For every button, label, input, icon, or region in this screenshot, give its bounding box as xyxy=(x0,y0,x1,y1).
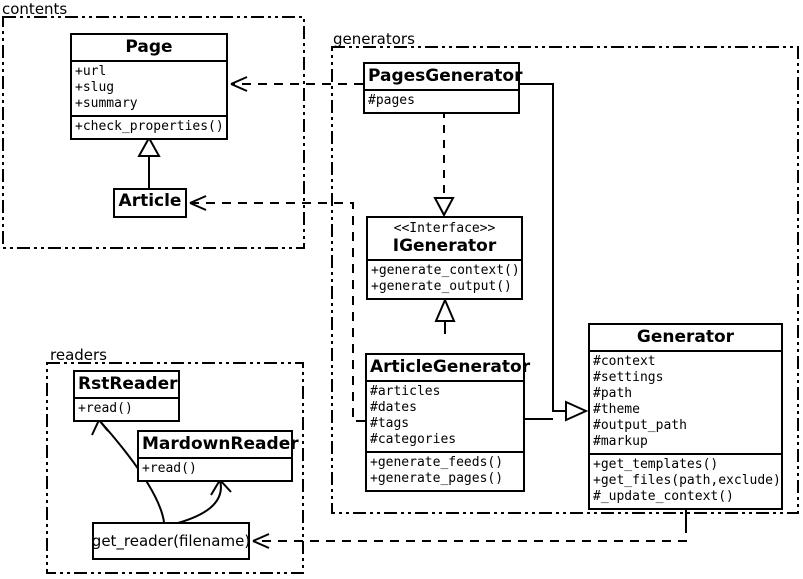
method-line: +get_files(path,exclude) xyxy=(593,473,781,488)
class-title: PagesGenerator xyxy=(368,66,523,86)
method-line: +read() xyxy=(142,461,197,476)
attribute-line: +summary xyxy=(75,96,138,111)
class-title: RstReader xyxy=(78,374,178,394)
attribute-line: #tags xyxy=(370,416,410,431)
method-line: +generate_output() xyxy=(371,279,512,294)
attribute-line: +slug xyxy=(75,80,115,95)
attribute-line: #theme xyxy=(593,402,640,417)
class-box-articlegenerator: ArticleGenerator #articles #dates #tags … xyxy=(365,353,531,492)
attribute-line: #articles xyxy=(370,384,441,399)
arrowhead-rstreader xyxy=(91,419,109,436)
node-get-reader-label: get_reader(filename) xyxy=(91,532,251,550)
arrowhead-article xyxy=(189,195,207,211)
attribute-line: #markup xyxy=(593,434,648,449)
attribute-section: #pages xyxy=(365,89,518,112)
method-section: +generate_feeds() +generate_pages() xyxy=(367,451,523,490)
class-title: Page xyxy=(125,37,173,57)
class-title: MardownReader xyxy=(142,434,299,454)
class-title: Article xyxy=(118,191,182,211)
class-title: Generator xyxy=(636,327,735,347)
package-label-readers: readers xyxy=(50,346,107,364)
method-line: +generate_context() xyxy=(371,263,520,278)
attribute-line: #pages xyxy=(368,93,415,108)
class-box-mardownreader: MardownReader +read() xyxy=(137,430,299,482)
class-box-igenerator: <<Interface>> IGenerator +generate_conte… xyxy=(366,216,523,300)
method-line: +check_properties() xyxy=(75,119,224,134)
triangle-igenerator-bottom xyxy=(434,297,456,322)
method-section: +read() xyxy=(75,397,178,420)
arrowhead-mardownreader xyxy=(210,479,232,496)
attribute-line: #dates xyxy=(370,400,417,415)
attribute-section: +url +slug +summary xyxy=(72,60,226,115)
package-label-generators: generators xyxy=(333,30,415,48)
method-line: #_update_context() xyxy=(593,489,734,504)
edge-articlegenerator-article xyxy=(190,202,365,422)
class-box-pagesgenerator: PagesGenerator #pages xyxy=(363,62,523,114)
package-label-contents: contents xyxy=(2,0,68,18)
class-title: IGenerator xyxy=(392,236,497,256)
attribute-line: #output_path xyxy=(593,418,687,433)
package-border-contents xyxy=(2,16,305,249)
attribute-line: +url xyxy=(75,64,107,79)
arrowhead-getreader xyxy=(252,533,270,549)
triangle-generator xyxy=(565,400,589,422)
class-stereotype: <<Interface>> xyxy=(393,221,496,236)
edge-pagesgenerator-generator xyxy=(520,83,566,412)
attribute-line: #context xyxy=(593,354,656,369)
class-box-generator: Generator #context #settings #path #them… xyxy=(588,323,783,510)
attribute-line: #categories xyxy=(370,432,457,447)
package-border-readers xyxy=(46,362,304,574)
method-section: +check_properties() xyxy=(72,115,226,138)
attribute-section: #articles #dates #tags #categories xyxy=(367,380,523,451)
attribute-section: #context #settings #path #theme #output_… xyxy=(590,350,781,453)
edge-generator-getreader xyxy=(253,524,687,542)
class-box-article: Article xyxy=(113,188,187,218)
method-line: +get_templates() xyxy=(593,457,719,472)
class-box-page: Page +url +slug +summary +check_properti… xyxy=(70,33,228,140)
triangle-igenerator-top xyxy=(433,197,455,218)
method-line: +generate_pages() xyxy=(370,471,504,486)
method-section: +get_templates() +get_files(path,exclude… xyxy=(590,453,781,508)
class-box-rstreader: RstReader +read() xyxy=(73,370,180,422)
arrowhead-page xyxy=(230,76,248,92)
class-title: ArticleGenerator xyxy=(370,357,531,377)
method-section: +generate_context() +generate_output() xyxy=(368,259,521,298)
method-section: +read() xyxy=(139,457,291,480)
attribute-line: #settings xyxy=(593,370,664,385)
method-line: +generate_feeds() xyxy=(370,455,504,470)
node-get-reader: get_reader(filename) xyxy=(92,522,250,560)
triangle-page xyxy=(137,135,161,157)
edge-getreader-mardownreader xyxy=(177,479,222,524)
method-line: +read() xyxy=(78,401,133,416)
attribute-line: #path xyxy=(593,386,633,401)
package-border-generators xyxy=(331,46,799,514)
